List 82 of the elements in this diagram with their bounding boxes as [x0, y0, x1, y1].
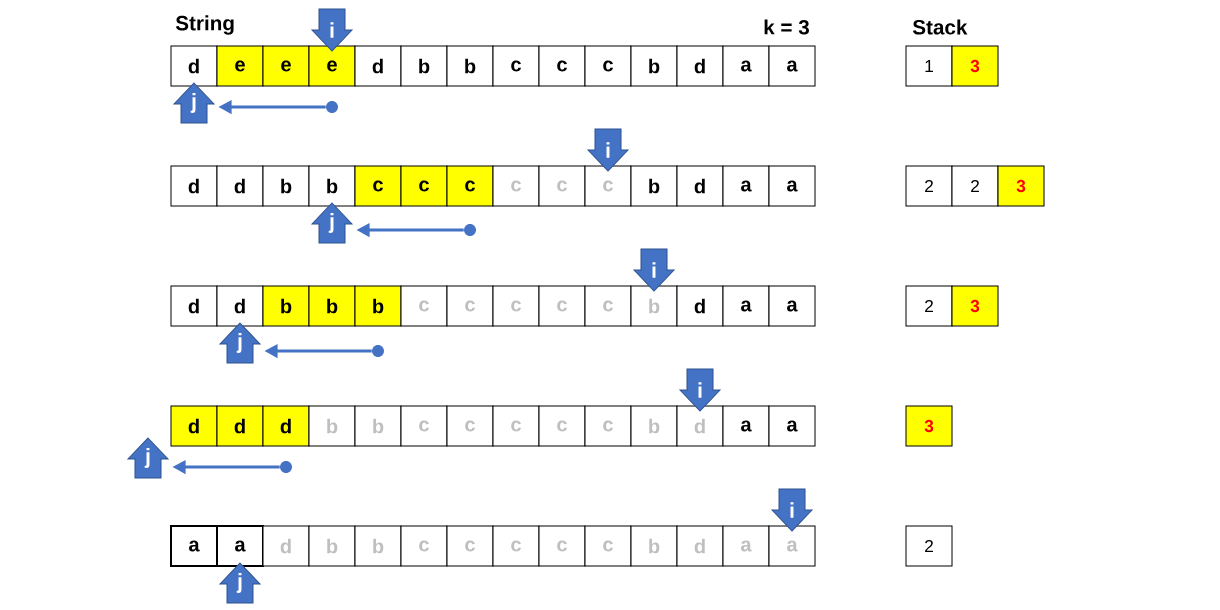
stack-cell: 2 — [905, 525, 953, 567]
heading: Stack — [912, 19, 968, 35]
letter-cell: c — [446, 165, 494, 207]
letter-cell: c — [446, 405, 494, 447]
letter-cell: c — [584, 165, 632, 207]
letter-cell: b — [354, 525, 402, 567]
letter-cell: a — [722, 525, 770, 567]
stack-cell: 2 — [905, 165, 953, 207]
letter-cell: b — [262, 165, 310, 207]
letter-cell: a — [768, 165, 816, 207]
stack-cell: 1 — [905, 45, 953, 87]
letter-cell: c — [584, 45, 632, 87]
letter-cell: a — [768, 525, 816, 567]
letter-cell: b — [308, 525, 356, 567]
letter-cell: b — [630, 285, 678, 327]
letter-cell: c — [446, 525, 494, 567]
letter-cell: a — [722, 165, 770, 207]
stack-cell: 3 — [997, 165, 1045, 207]
letter-cell: d — [676, 45, 724, 87]
letter-cell: b — [354, 285, 402, 327]
stack-cell: 3 — [951, 285, 999, 327]
letter-cell: a — [216, 525, 264, 567]
letter-cell: b — [308, 285, 356, 327]
letter-cell: c — [538, 165, 586, 207]
letter-cell: d — [170, 165, 218, 207]
letter-cell: c — [584, 285, 632, 327]
letter-cell: c — [400, 285, 448, 327]
letter-cell: d — [262, 405, 310, 447]
letter-cell: d — [676, 285, 724, 327]
letter-cell: b — [630, 405, 678, 447]
letter-cell: c — [584, 405, 632, 447]
letter-cell: d — [676, 405, 724, 447]
letter-cell: a — [722, 405, 770, 447]
letter-cell: e — [216, 45, 264, 87]
letter-cell: c — [400, 405, 448, 447]
letter-cell: b — [308, 405, 356, 447]
stack-cell: 2 — [951, 165, 999, 207]
letter-cell: a — [722, 285, 770, 327]
stack-cell: 2 — [905, 285, 953, 327]
letter-cell: c — [538, 45, 586, 87]
letter-cell: c — [354, 165, 402, 207]
letter-cell: c — [492, 165, 540, 207]
letter-cell: d — [170, 405, 218, 447]
letter-cell: d — [216, 405, 264, 447]
letter-cell: d — [170, 285, 218, 327]
letter-cell: c — [492, 525, 540, 567]
letter-cell: c — [538, 285, 586, 327]
letter-cell: c — [492, 45, 540, 87]
letter-cell: b — [630, 525, 678, 567]
letter-cell: e — [308, 45, 356, 87]
letter-cell: c — [446, 285, 494, 327]
letter-cell: d — [676, 165, 724, 207]
letter-cell: b — [446, 45, 494, 87]
letter-cell: a — [768, 285, 816, 327]
letter-cell: b — [354, 405, 402, 447]
letter-cell: d — [170, 45, 218, 87]
stack-cell: 3 — [951, 45, 999, 87]
letter-cell: e — [262, 45, 310, 87]
letter-cell: c — [400, 165, 448, 207]
letter-cell: c — [492, 405, 540, 447]
letter-cell: c — [538, 525, 586, 567]
letter-cell: d — [354, 45, 402, 87]
letter-cell: c — [400, 525, 448, 567]
letter-cell: c — [492, 285, 540, 327]
letter-cell: c — [584, 525, 632, 567]
letter-cell: a — [170, 525, 218, 567]
letter-cell: a — [768, 405, 816, 447]
letter-cell: b — [262, 285, 310, 327]
letter-cell: b — [308, 165, 356, 207]
letter-cell: d — [676, 525, 724, 567]
letter-cell: b — [630, 45, 678, 87]
letter-cell: d — [216, 285, 264, 327]
letter-cell: b — [630, 165, 678, 207]
letter-cell: d — [216, 165, 264, 207]
letter-cell: b — [400, 45, 448, 87]
parameter-label: k = 3 — [764, 19, 809, 35]
letter-cell: a — [768, 45, 816, 87]
heading: String — [175, 15, 234, 35]
letter-cell: a — [722, 45, 770, 87]
stack-cell: 3 — [905, 405, 953, 447]
letter-cell: c — [538, 405, 586, 447]
letter-cell: d — [262, 525, 310, 567]
